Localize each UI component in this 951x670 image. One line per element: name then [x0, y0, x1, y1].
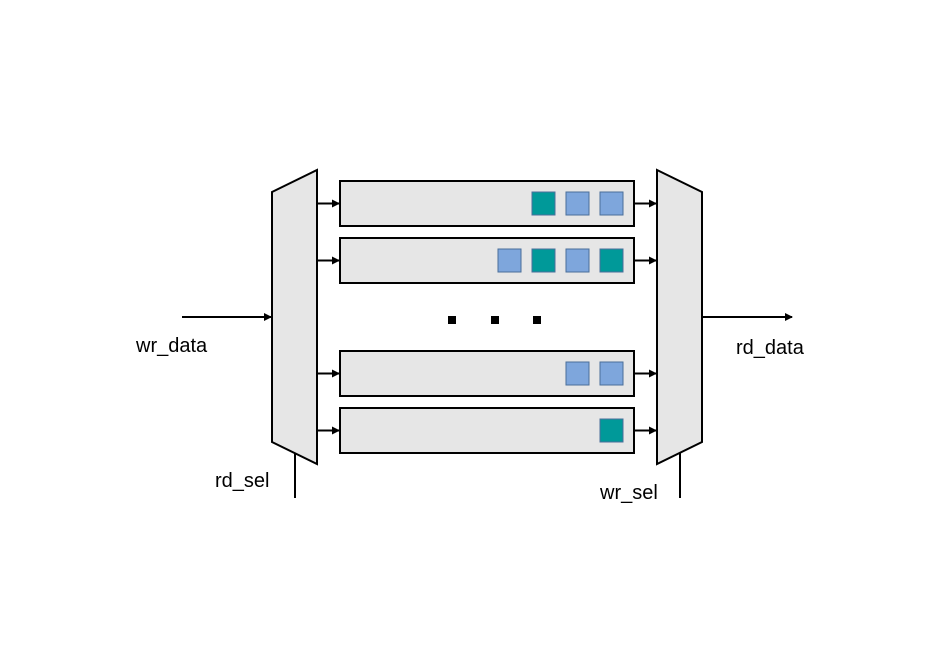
queue-cell-blue — [599, 191, 624, 216]
right-mux — [656, 168, 703, 466]
rd-data-label: rd_data — [736, 337, 805, 359]
rd-sel-label: rd_sel — [215, 470, 269, 492]
ellipsis-dot — [491, 316, 499, 324]
queue-cell-teal — [599, 248, 624, 273]
queue-cell-blue — [565, 361, 590, 386]
queue-box — [339, 180, 635, 227]
queue-box — [339, 407, 635, 454]
queue-group — [317, 180, 657, 454]
queue-box — [339, 350, 635, 397]
ellipsis-dot — [533, 316, 541, 324]
queue-cell-blue — [565, 191, 590, 216]
queue-cell-teal — [531, 191, 556, 216]
ellipsis — [448, 316, 541, 324]
queue-cell-teal — [599, 418, 624, 443]
queue-box — [339, 237, 635, 284]
left-demux — [271, 168, 318, 466]
ellipsis-dot — [448, 316, 456, 324]
queue-cell-teal — [531, 248, 556, 273]
queue-cell-blue — [497, 248, 522, 273]
queue-cell-blue — [599, 361, 624, 386]
wr-sel-label: wr_sel — [599, 482, 658, 504]
queue-cell-blue — [565, 248, 590, 273]
wr-data-label: wr_data — [135, 335, 208, 357]
